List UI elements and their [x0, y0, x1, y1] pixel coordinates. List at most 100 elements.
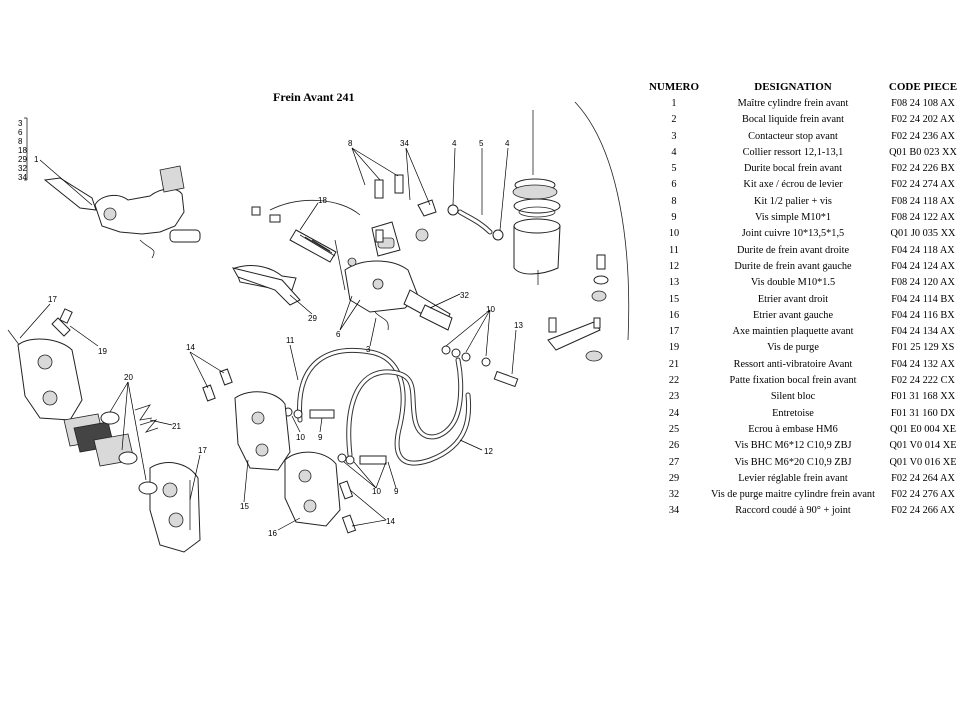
cell-designation: Vis double M10*1.5 [750, 277, 836, 289]
cell-code-piece: F04 24 132 AX [891, 358, 955, 370]
cell-code-piece: F01 31 168 XX [890, 391, 956, 403]
callout-label: 10 [486, 305, 495, 314]
cell-code-piece: F04 24 134 AX [891, 326, 955, 338]
diagram-title: Frein Avant 241 [273, 90, 355, 104]
cell-code-piece: F02 24 266 AX [891, 505, 955, 517]
cell-code-piece: F08 24 118 AX [891, 195, 955, 207]
cell-numero: 32 [668, 489, 680, 501]
cell-designation: Etrier avant droit [757, 293, 829, 305]
cell-code-piece: F04 24 114 BX [891, 293, 955, 305]
cell-numero: 27 [668, 456, 680, 468]
cell-numero: 2 [671, 114, 677, 126]
callout-label: 11 [286, 336, 295, 345]
stack-label: 32 [18, 164, 27, 173]
callout-label: 32 [460, 291, 469, 300]
fairing-arc [269, 199, 361, 216]
cell-code-piece: F02 24 236 AX [891, 130, 955, 142]
cell-designation: Contacteur stop avant [748, 130, 838, 142]
cell-numero: 4 [671, 146, 677, 158]
cell-designation: Vis BHC M6*20 C10,9 ZBJ [734, 456, 852, 468]
cell-numero: 13 [668, 277, 680, 289]
cell-designation: Vis BHC M6*12 C10,9 ZBJ [734, 440, 852, 452]
cell-numero: 12 [668, 260, 680, 272]
callout-label: 9 [318, 433, 323, 442]
callout-label: 6 [336, 330, 341, 339]
cell-numero: 10 [668, 228, 680, 240]
cell-code-piece: F01 25 129 XS [891, 342, 955, 354]
cell-code-piece: F02 24 264 AX [891, 472, 955, 484]
cell-designation: Vis simple M10*1 [754, 212, 832, 224]
adjustable-lever-29 [232, 267, 301, 306]
cell-designation: Levier réglable frein avant [738, 472, 848, 484]
header-designation: DESIGNATION [754, 80, 832, 93]
callout-label: 5 [479, 139, 484, 148]
stack-label: 18 [18, 146, 27, 155]
bolts-8-fittings-34 [374, 174, 504, 243]
cell-code-piece: F08 24 122 AX [891, 212, 955, 224]
stack-label: 8 [18, 137, 23, 146]
table-row: 26 Vis BHC M6*12 C10,9 ZBJ Q01 V0 014 XE [644, 438, 964, 454]
cell-numero: 6 [671, 179, 677, 191]
cell-designation: Raccord coudé à 90° + joint [735, 505, 851, 517]
cell-designation: Kit 1/2 palier + vis [754, 195, 832, 207]
callout-label: 21 [172, 422, 181, 431]
cell-designation: Vis de purge [767, 342, 819, 354]
cell-numero: 34 [668, 505, 680, 517]
callout-label: 10 [372, 487, 381, 496]
cell-designation: Durite de frein avant droite [736, 244, 850, 256]
table-row: 2 Bocal liquide frein avant F02 24 202 AX [644, 112, 964, 128]
cell-designation: Axe maintien plaquette avant [732, 326, 854, 338]
cell-numero: 22 [668, 375, 680, 387]
brake-pads-20 [63, 404, 191, 530]
cell-code-piece: Q01 B0 023 XX [889, 146, 957, 158]
callout-label: 1 [34, 155, 39, 164]
callout-label: 15 [240, 502, 249, 511]
callout-label: 10 [296, 433, 305, 442]
cell-code-piece: F02 24 202 AX [891, 114, 955, 126]
cell-numero: 25 [668, 423, 680, 435]
callout-label: 29 [308, 314, 317, 323]
cell-code-piece: Q01 J0 035 XX [890, 228, 956, 240]
cell-designation: Patte fixation bocal frein avant [729, 375, 857, 387]
cell-designation: Ressort anti-vibratoire Avant [733, 358, 853, 370]
cell-numero: 5 [671, 163, 677, 175]
cell-numero: 16 [668, 309, 680, 321]
cell-code-piece: F04 24 124 AX [891, 260, 955, 272]
caliper-right-15 [202, 368, 291, 471]
leader-lines [19, 147, 517, 531]
caliper-left-16 [284, 451, 357, 534]
cell-code-piece: F08 24 108 AX [891, 98, 955, 109]
caliper-body-left [17, 338, 201, 553]
cell-designation: Silent bloc [770, 391, 816, 403]
cell-designation: Ecrou à embase HM6 [748, 423, 838, 435]
cell-numero: 26 [668, 440, 680, 452]
callout-label: 19 [98, 347, 107, 356]
cell-code-piece: F02 24 274 AX [891, 179, 955, 191]
cell-designation: Durite bocal frein avant [743, 163, 843, 175]
cell-code-piece: Q01 V0 014 XE [889, 440, 957, 452]
brake-lines [297, 347, 472, 466]
cell-designation: Bocal liquide frein avant [741, 114, 845, 126]
cell-numero: 9 [671, 212, 677, 224]
cell-numero: 17 [668, 326, 680, 338]
bleed-screw-32 [419, 304, 453, 331]
callout-label: 14 [386, 517, 395, 526]
